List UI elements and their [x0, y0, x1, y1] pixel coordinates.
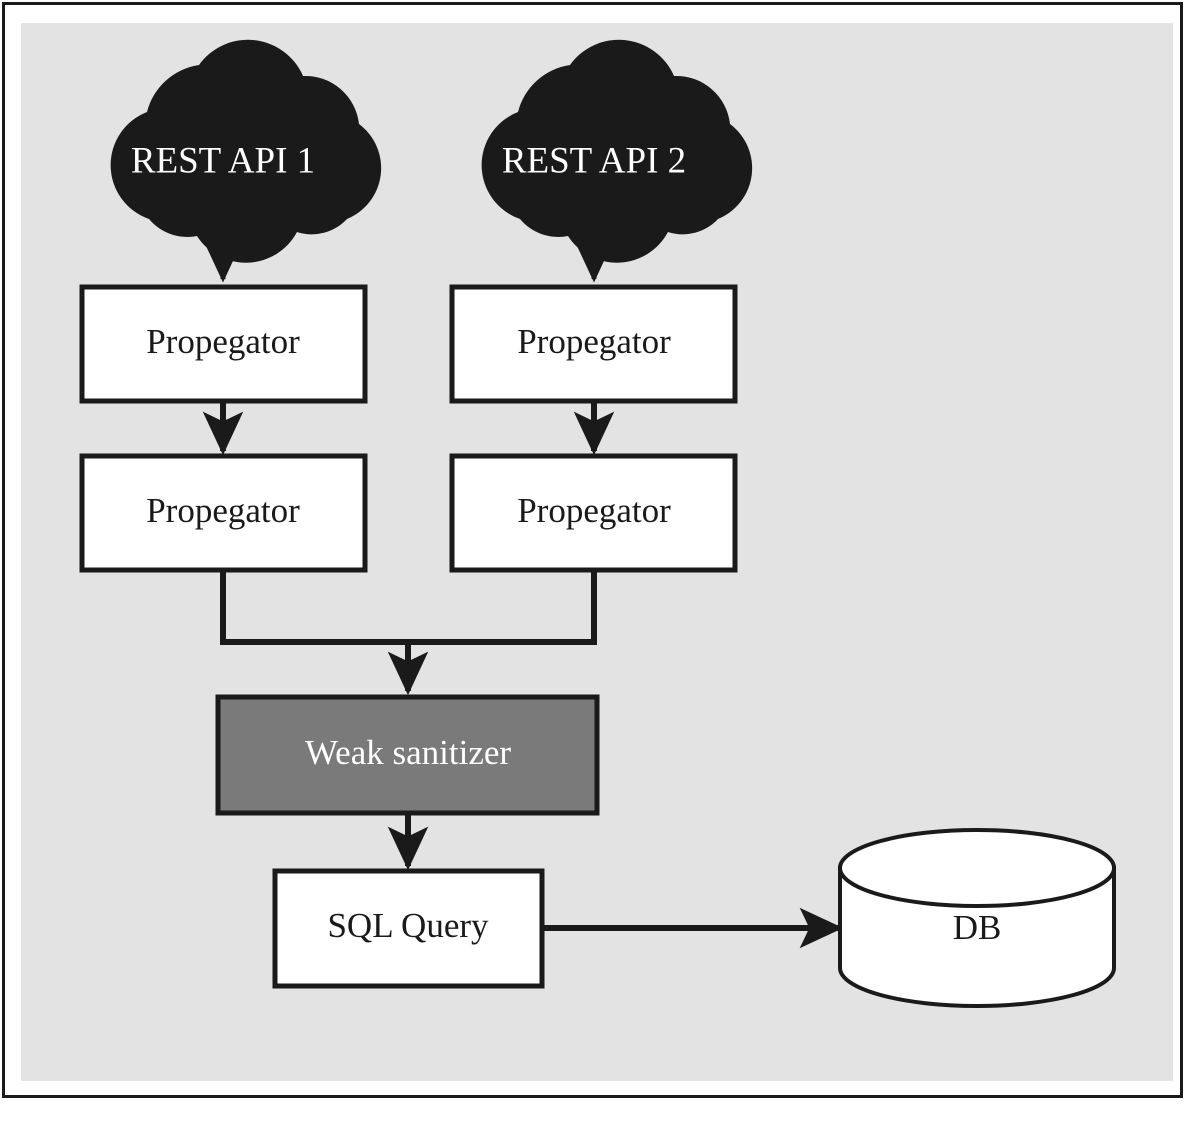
propegator-2a-label: Propegator [517, 322, 671, 361]
node-propegator-2a[interactable]: Propegator [449, 284, 738, 404]
box-shape [449, 284, 738, 404]
node-database[interactable]: DB [838, 828, 1116, 1008]
database-label: DB [953, 908, 1002, 947]
cloud-shape [481, 39, 753, 263]
figure-frame: REST API 1 REST API 2 Propegator Propega… [2, 2, 1183, 1098]
sql-query-label: SQL Query [327, 906, 489, 945]
propegator-1a-label: Propegator [146, 322, 300, 361]
diagram-canvas: REST API 1 REST API 2 Propegator Propega… [21, 23, 1173, 1081]
box-shape [79, 284, 368, 404]
node-propegator-1a[interactable]: Propegator [79, 284, 368, 404]
box-shape [79, 453, 368, 573]
node-cloud-rest-api-2[interactable]: REST API 2 [481, 39, 753, 263]
weak-sanitizer-label: Weak sanitizer [305, 733, 511, 772]
diagram-svg: REST API 1 REST API 2 Propegator Propega… [79, 39, 1116, 1008]
cylinder-top [838, 828, 1116, 908]
box-shape [215, 694, 600, 816]
node-cloud-rest-api-1[interactable]: REST API 1 [110, 39, 382, 263]
propegator-1b-label: Propegator [146, 491, 300, 530]
cloud-shape [110, 39, 382, 263]
node-propegator-1b[interactable]: Propegator [79, 453, 368, 573]
propegator-2b-label: Propegator [517, 491, 671, 530]
cloud-2-label: REST API 2 [502, 140, 686, 181]
node-propegator-2b[interactable]: Propegator [449, 453, 738, 573]
node-sql-query[interactable]: SQL Query [272, 868, 545, 989]
cloud-1-label: REST API 1 [131, 140, 315, 181]
box-shape [449, 453, 738, 573]
node-weak-sanitizer[interactable]: Weak sanitizer [215, 694, 600, 816]
box-shape [272, 868, 545, 989]
edge-merge-to-sanitizer [220, 570, 597, 696]
